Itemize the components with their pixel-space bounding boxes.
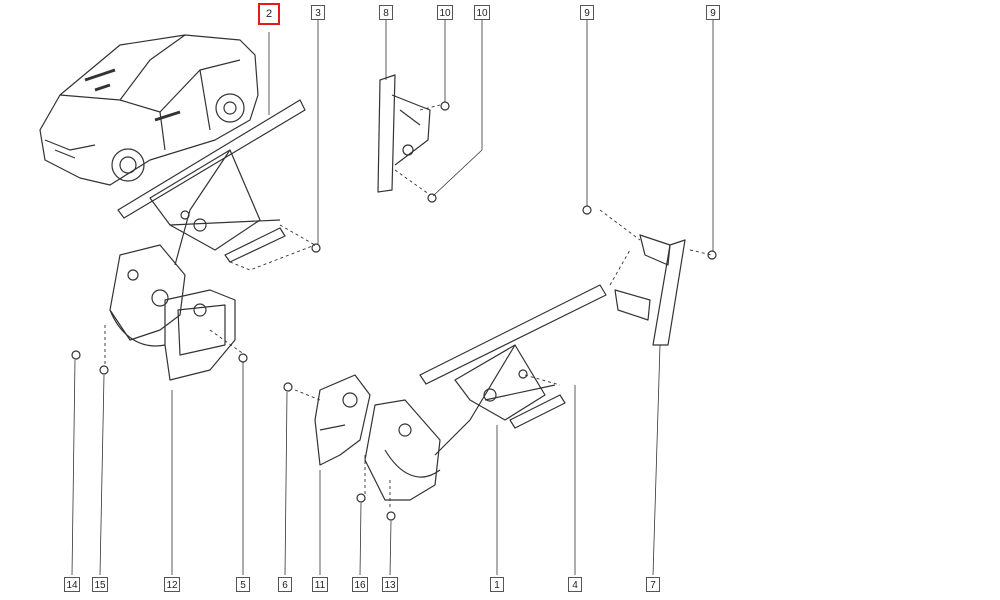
callout-14[interactable]: 14 [64,577,80,592]
front-window-regulator [117,99,306,266]
callout-8[interactable]: 8 [379,5,393,20]
rear-motor [314,374,371,466]
rear-motor-plate [364,399,441,501]
callout-1[interactable]: 1 [490,577,504,592]
callout-15[interactable]: 15 [92,577,108,592]
assembly-lines [104,104,713,510]
callout-5[interactable]: 5 [236,577,250,592]
front-motor-plate [109,244,236,381]
callout-13[interactable]: 13 [382,577,398,592]
callout-16[interactable]: 16 [352,577,368,592]
rear-guide-rail [614,234,686,346]
callout-11[interactable]: 11 [312,577,328,592]
callout-2[interactable]: 2 [258,3,280,25]
callout-10b[interactable]: 10 [474,5,490,20]
callout-9b[interactable]: 9 [706,5,720,20]
callout-3[interactable]: 3 [311,5,325,20]
callout-9a[interactable]: 9 [580,5,594,20]
callout-10a[interactable]: 10 [437,5,453,20]
car-illustration [39,34,259,186]
callout-4[interactable]: 4 [568,577,582,592]
callout-7[interactable]: 7 [646,577,660,592]
callout-12[interactable]: 12 [164,577,180,592]
fasteners [71,101,717,521]
rear-window-regulator [419,284,607,456]
leader-lines [71,20,714,576]
front-guide-rail [377,74,431,193]
callout-6[interactable]: 6 [278,577,292,592]
